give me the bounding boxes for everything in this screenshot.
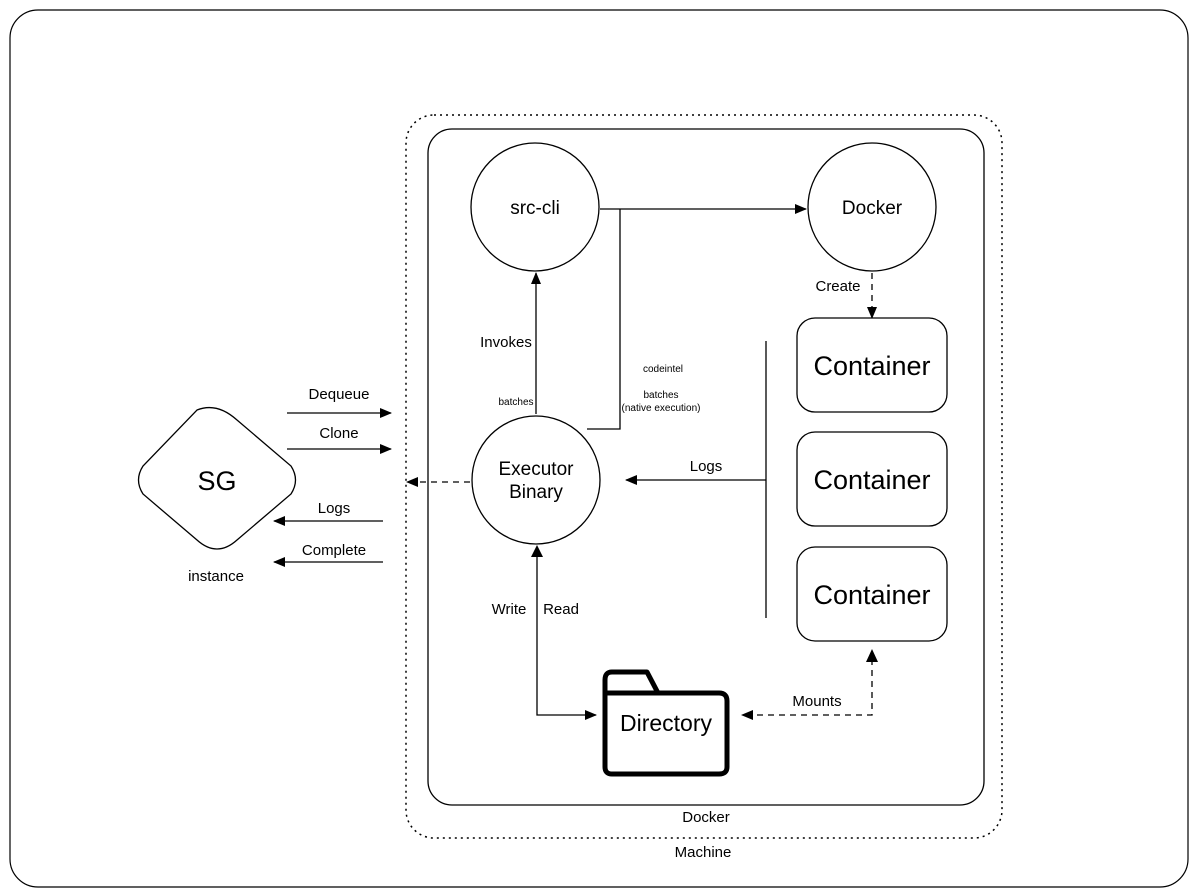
complete-label: Complete [302,542,366,559]
dequeue-label: Dequeue [309,386,370,403]
create-label: Create [815,278,860,295]
container-box-1 [796,317,948,413]
executor-label-line2: Binary [509,482,563,503]
batches-native-label-line1: batches [643,390,678,401]
executor-native-path [587,209,621,430]
machine-box [405,114,1003,839]
container-label-1: Container [813,351,930,381]
mounts-path [741,659,873,720]
logs-left-label: Logs [318,500,351,517]
executor-binary-node [471,415,601,545]
container-box-2 [796,431,948,527]
clone-label: Clone [319,425,358,442]
write-label: Write [492,601,527,618]
docker-node [807,142,937,272]
container-label-2: Container [813,465,930,495]
container-box-3 [796,546,948,642]
read-label: Read [543,601,579,618]
docker-box-label: Docker [682,809,730,826]
src-cli-node [470,142,600,272]
docker-node-label: Docker [842,198,903,219]
mounts-label: Mounts [792,693,841,710]
codeintel-label: codeintel [643,364,683,375]
directory-label: Directory [620,710,713,736]
sg-label: SG [197,466,236,496]
src-cli-label: src-cli [510,198,560,219]
invokes-label: Invokes [480,334,532,351]
outer-frame [9,9,1189,888]
read-arrowhead [531,545,543,557]
folder-icon [602,669,730,777]
executor-label-line1: Executor [499,459,575,480]
batches-native-label-line2: (native execution) [622,403,701,414]
write-read-path [536,556,597,720]
container-label-3: Container [813,580,930,610]
logs-inner-label: Logs [690,458,723,475]
mounts-top-arrowhead [866,649,878,662]
docker-box [427,128,985,806]
batches-label: batches [498,397,533,408]
sg-caption: instance [188,568,244,585]
sg-instance-node [137,406,297,550]
machine-label: Machine [675,844,732,861]
